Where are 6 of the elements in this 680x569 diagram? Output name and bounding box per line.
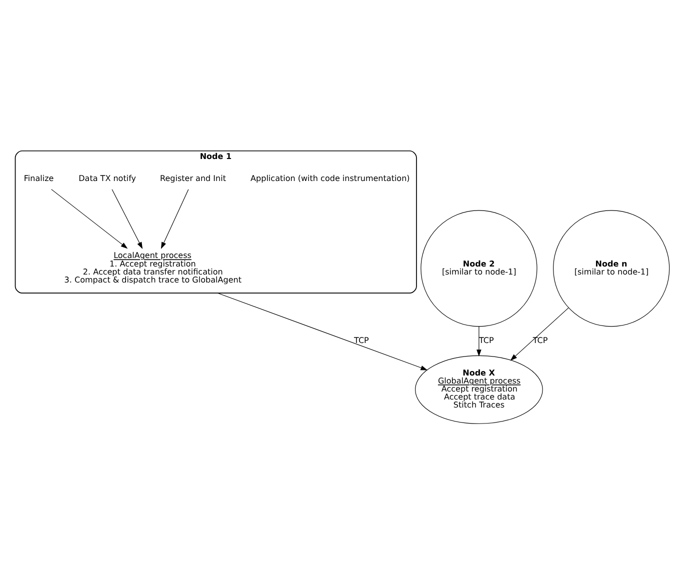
arrow [160, 188, 189, 248]
arrow [112, 188, 143, 248]
arrow [51, 188, 128, 248]
arrow [476, 326, 482, 356]
arrow [510, 307, 569, 360]
arrow [217, 292, 428, 370]
